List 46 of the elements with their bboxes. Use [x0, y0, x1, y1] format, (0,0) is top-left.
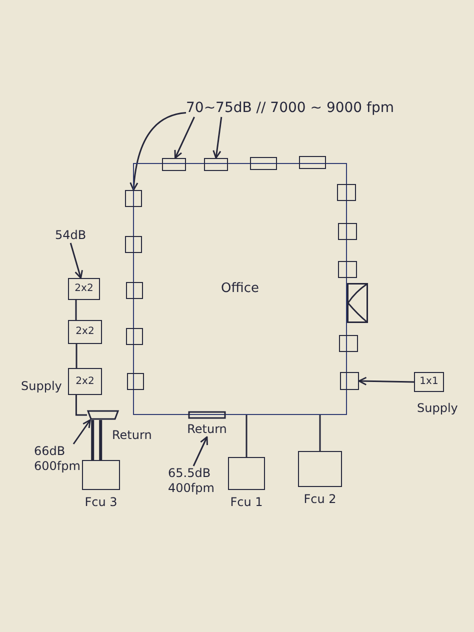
- annotation-text: 66dB 600fpm: [34, 444, 80, 474]
- connector-line: [75, 395, 87, 416]
- size-label: 1x1: [420, 376, 438, 388]
- size-label: 2x2: [74, 283, 94, 295]
- connector-line: [75, 300, 77, 320]
- diffuser-square: [162, 158, 186, 171]
- arrow: [174, 116, 195, 159]
- arrow: [72, 419, 91, 444]
- diffuser-square: [250, 157, 277, 170]
- curved-arrow: [130, 112, 186, 191]
- arrow: [192, 436, 208, 466]
- diffuser-square: [337, 184, 356, 201]
- connector-line: [319, 415, 321, 451]
- arrow: [212, 116, 222, 159]
- annotation-text: 70~75dB // 7000 ~ 9000 fpm: [186, 100, 394, 117]
- room-outline: [133, 163, 347, 415]
- grille-box: [68, 320, 102, 344]
- diffuser-square: [340, 372, 359, 390]
- diffuser-square: [126, 328, 143, 345]
- annotation-text: 54dB: [55, 228, 86, 243]
- arrow: [70, 242, 83, 279]
- diffuser-square: [127, 373, 144, 390]
- size-label: 2x2: [76, 376, 94, 388]
- arrow: [358, 376, 414, 386]
- diffuser-square: [299, 156, 326, 169]
- diffuser-square: [125, 190, 142, 207]
- unit-caption: Fcu 3: [84, 495, 118, 510]
- diffuser-square: [126, 282, 143, 299]
- room-label: Office: [221, 281, 259, 296]
- diffuser-square: [338, 223, 357, 240]
- diffuser-square: [339, 335, 358, 352]
- grille-caption: Return: [187, 422, 227, 437]
- unit-caption: Fcu 1: [230, 495, 263, 510]
- side-caption: Supply: [21, 379, 62, 394]
- side-caption: Supply: [417, 401, 458, 416]
- connector-line: [246, 415, 248, 457]
- connector-line: [76, 344, 78, 368]
- annotation-text: 65.5dB 400fpm: [168, 466, 214, 496]
- size-label: 2x2: [76, 326, 94, 338]
- grille-caption: Return: [112, 428, 152, 443]
- grille-box: [68, 278, 100, 300]
- diffuser-square: [338, 261, 357, 278]
- diffuser-square: [125, 236, 142, 253]
- unit-caption: Fcu 2: [304, 492, 336, 507]
- double-line-duct: [91, 418, 102, 462]
- diffuser-square: [204, 158, 228, 171]
